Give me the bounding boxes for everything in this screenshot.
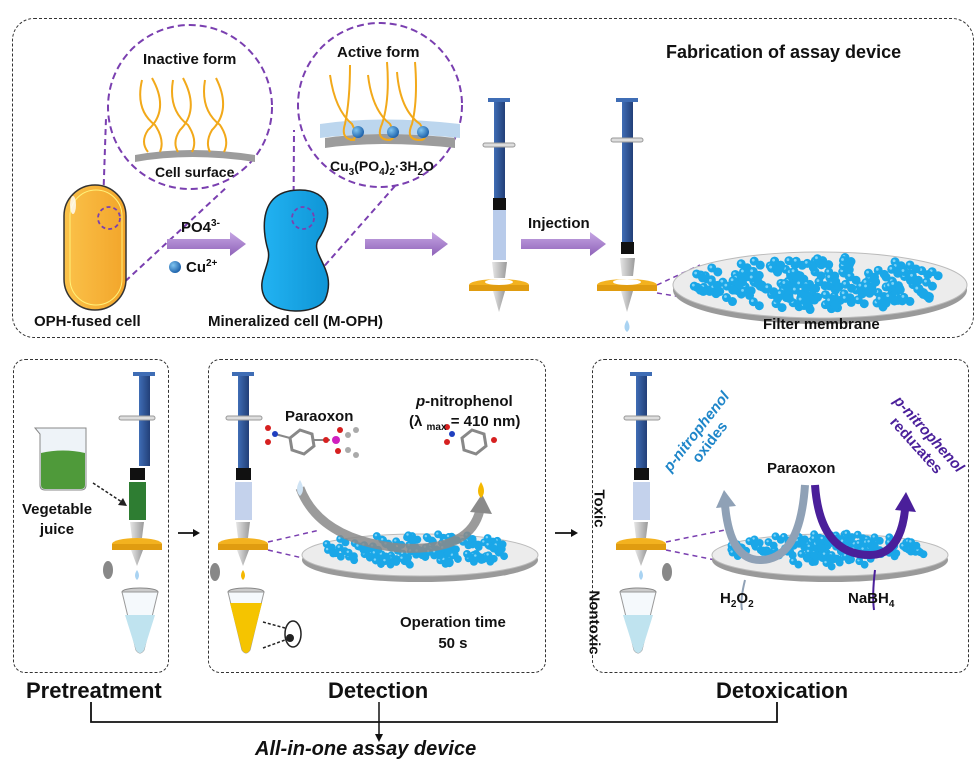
to-syringe-arrow <box>365 232 448 256</box>
fabrication-panel <box>12 18 974 338</box>
p-nitrophenol-molecule <box>444 424 497 456</box>
cell-surface-label: Cell surface <box>155 164 235 180</box>
filter-membrane-disc <box>672 251 968 324</box>
flow-arrows <box>178 529 578 537</box>
toxic-label: Toxic <box>590 489 608 528</box>
syringe-injected <box>597 98 701 332</box>
mineralized-cell-label: Mineralized cell (M-OPH) <box>208 313 384 330</box>
pretreatment-panel <box>13 359 169 673</box>
oph-fused-cell <box>63 184 127 311</box>
active-form-label: Active form <box>337 44 420 61</box>
lambda-max-label: (λ max = 410 nm) <box>409 413 521 433</box>
nabh4-label: NaBH4 <box>848 590 895 610</box>
paraoxon-label-detection: Paraoxon <box>285 408 354 425</box>
operation-time-label: Operation time 50 s <box>400 614 506 652</box>
detection-section-label: Detection <box>328 678 429 703</box>
detection-graphics <box>210 372 539 654</box>
pretreatment-graphics <box>33 372 162 654</box>
pretreatment-section-label: Pretreatment <box>26 678 162 703</box>
detoxication-graphics <box>616 372 949 654</box>
footer-bracket <box>90 702 778 742</box>
mineralized-cell <box>261 189 330 312</box>
syringe-loaded <box>469 98 529 312</box>
paraoxon-molecule <box>265 425 359 458</box>
inactive-form-magnifier <box>99 24 273 296</box>
oph-cell-label: OPH-fused cell <box>34 313 141 330</box>
filter-membrane-label: Filter membrane <box>763 316 880 333</box>
detoxication-section-label: Detoxication <box>716 678 849 703</box>
mineral-formula-label: Cu3(PO4)2·3H2O <box>330 158 434 178</box>
phosphate-label: PO43- <box>181 218 220 236</box>
paraoxon-label-detox: Paraoxon <box>767 460 836 477</box>
mineralization-arrow <box>167 232 246 273</box>
detection-panel <box>208 359 546 673</box>
injection-label: Injection <box>528 215 590 232</box>
inactive-form-label: Inactive form <box>143 51 237 68</box>
p-nitrophenol-label: p-nitrophenol <box>416 393 513 410</box>
nontoxic-label: Nontoxic <box>585 590 603 655</box>
h2o2-label: H2O2 <box>720 590 754 610</box>
copper-label: Cu2+ <box>186 258 218 276</box>
all-in-one-label: All-in-one assay device <box>255 738 477 760</box>
vegetable-juice-label: Vegetable juice <box>22 501 93 538</box>
detoxication-panel <box>592 359 969 673</box>
injection-arrow <box>521 232 606 256</box>
active-form-magnifier <box>292 22 463 293</box>
fabrication-title: Fabrication of assay device <box>666 42 902 62</box>
